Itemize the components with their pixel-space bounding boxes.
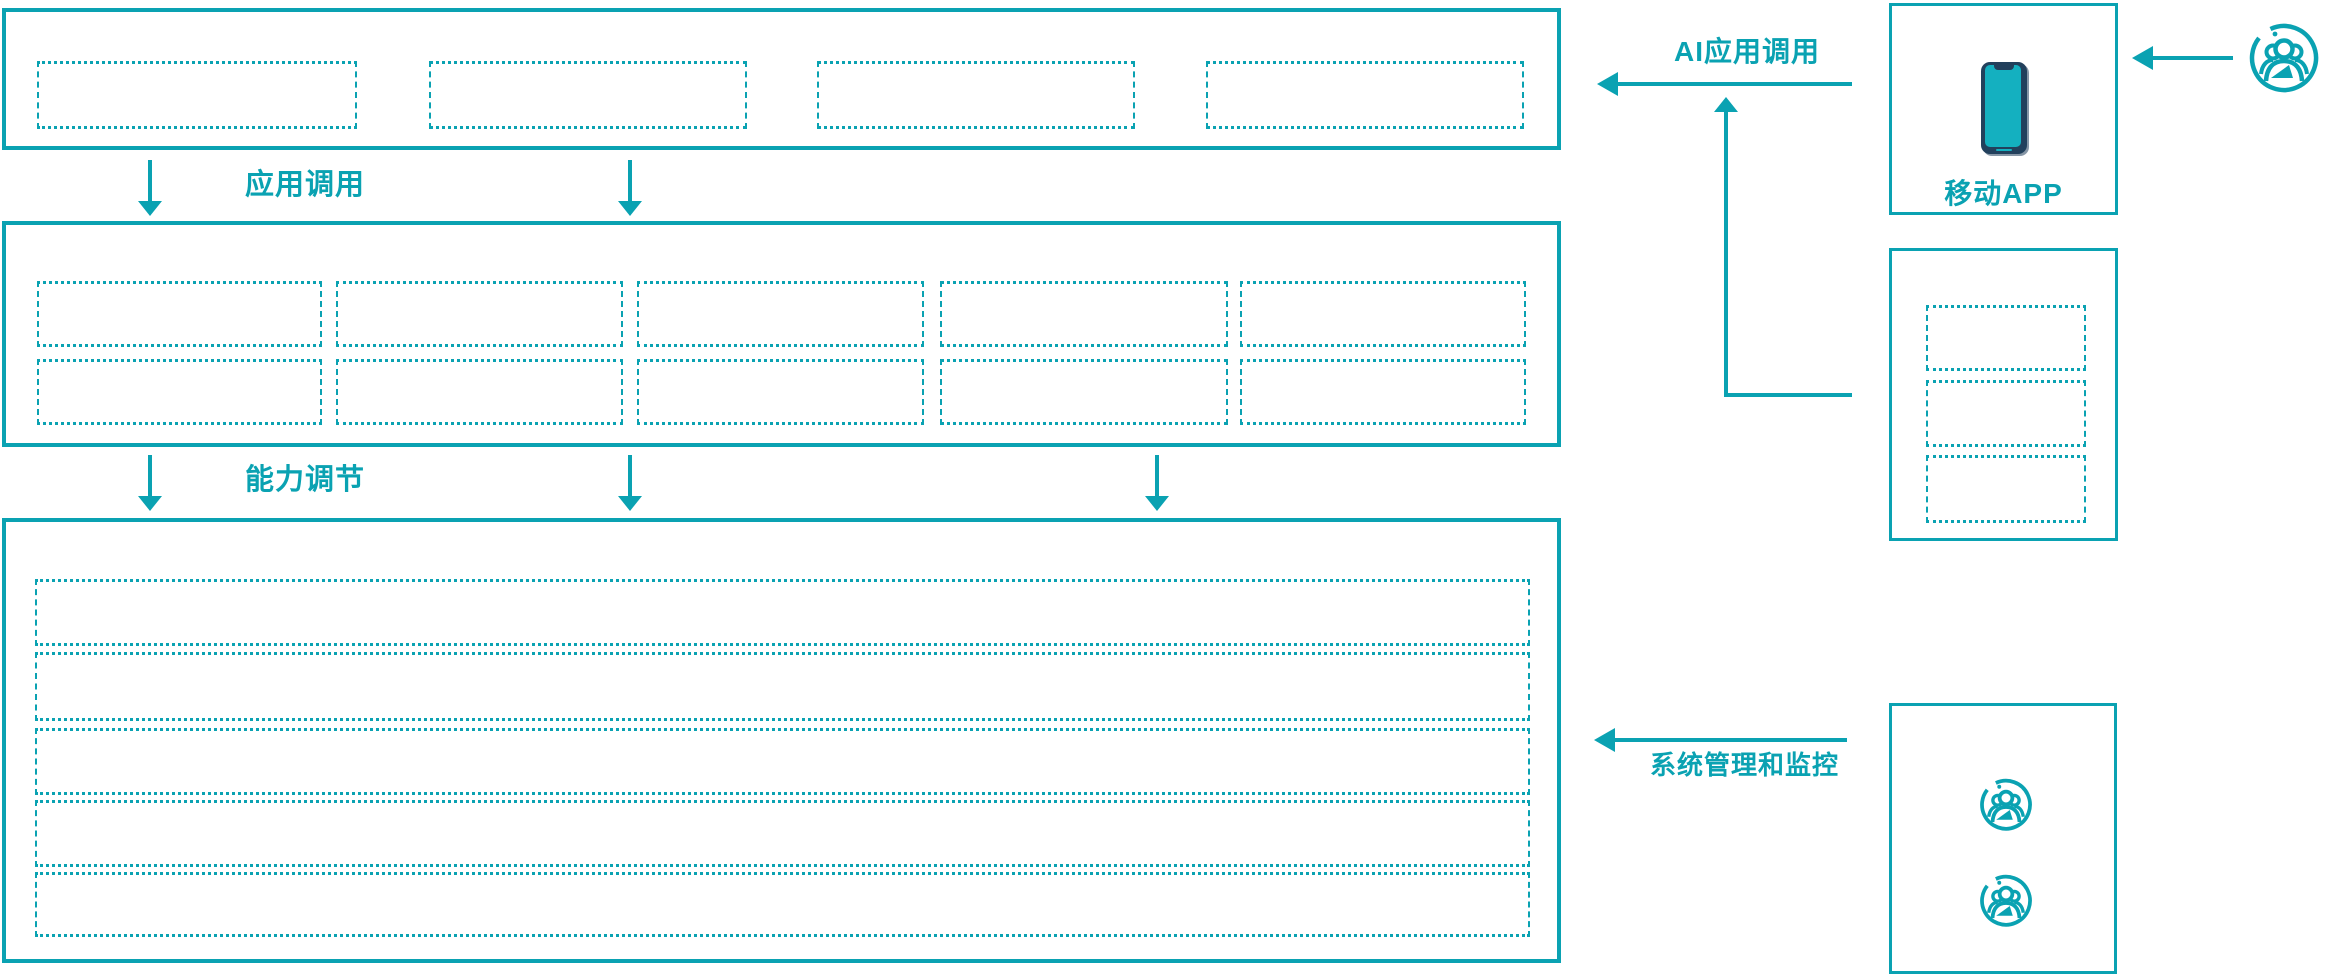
down-arrow-head: [618, 201, 642, 216]
left-arrow-shaft: [1613, 738, 1847, 742]
middle-layer-box: [2, 221, 1561, 447]
left-arrow-head: [1594, 728, 1615, 752]
placeholder-slot: [336, 281, 623, 347]
up-arrow-head: [1714, 97, 1738, 112]
users-icon: [1980, 778, 2032, 831]
placeholder-row: [35, 872, 1530, 937]
down-arrow-shaft: [148, 160, 152, 202]
placeholder-slot: [37, 281, 322, 347]
placeholder-slot: [1240, 281, 1526, 347]
placeholder-slot: [37, 359, 322, 425]
placeholder-slot: [1926, 455, 2086, 523]
top-layer-box: [2, 8, 1561, 150]
down-arrow-head: [138, 201, 162, 216]
placeholder-row: [35, 579, 1530, 646]
phone-screen: [1985, 65, 2021, 147]
users-icon: [2249, 23, 2319, 93]
placeholder-slot: [637, 281, 924, 347]
placeholder-slot: [1926, 305, 2086, 371]
connector-elbow: [1724, 393, 1852, 397]
placeholder-slot: [37, 61, 357, 129]
down-arrow-shaft: [628, 160, 632, 202]
admin-box: [1889, 703, 2117, 974]
service-box: [1889, 248, 2118, 541]
down-arrow-shaft: [628, 455, 632, 497]
left-arrow-head: [2132, 46, 2153, 70]
phone-home-bar: [1996, 149, 2012, 151]
down-arrow-head: [618, 496, 642, 511]
down-arrow-head: [1145, 496, 1169, 511]
app-call-label: 应用调用: [245, 169, 366, 201]
placeholder-slot: [940, 281, 1228, 347]
left-arrow-shaft: [1616, 82, 1852, 86]
placeholder-slot: [1240, 359, 1526, 425]
down-arrow-shaft: [148, 455, 152, 497]
placeholder-slot: [1206, 61, 1524, 129]
down-arrow-shaft: [1155, 455, 1159, 497]
mobile-app-label: 移动APP: [1944, 178, 2063, 209]
placeholder-slot: [940, 359, 1228, 425]
connector-riser: [1724, 111, 1728, 397]
placeholder-slot: [817, 61, 1135, 129]
left-arrow-shaft: [2153, 56, 2233, 60]
system-monitor-label: 系统管理和监控: [1650, 750, 1840, 780]
placeholder-row: [35, 652, 1530, 721]
placeholder-row: [35, 800, 1530, 867]
users-icon: [1980, 874, 2032, 927]
placeholder-row: [35, 728, 1530, 795]
ai-app-call-label: AI应用调用: [1674, 36, 1821, 67]
placeholder-slot: [429, 61, 747, 129]
phone-notch: [1994, 63, 2014, 70]
left-arrow-head: [1597, 72, 1618, 96]
placeholder-slot: [637, 359, 924, 425]
down-arrow-head: [138, 496, 162, 511]
placeholder-slot: [1926, 380, 2086, 447]
mobile-app-box: 移动APP: [1889, 3, 2118, 215]
bottom-layer-box: [2, 518, 1561, 963]
placeholder-slot: [336, 359, 623, 425]
phone-icon: [1981, 62, 2027, 154]
capability-adjust-label: 能力调节: [245, 464, 366, 496]
